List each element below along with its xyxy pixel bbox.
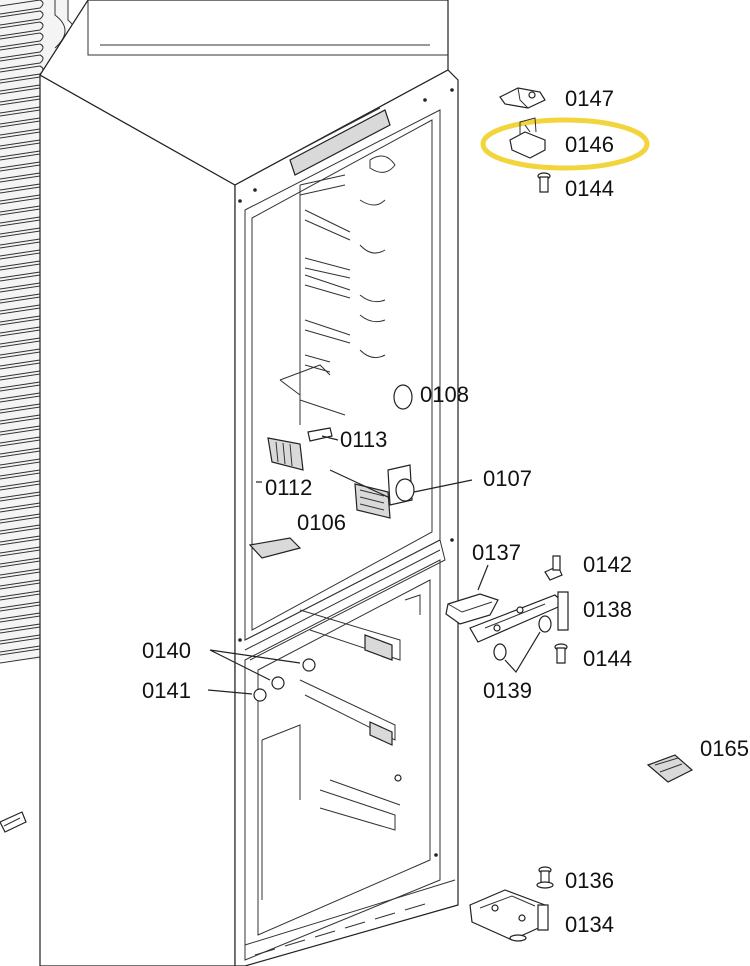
coil-tube [0,54,44,70]
coil-tube [0,0,44,15]
label-0113: 0113 [340,427,387,452]
part-0165-icon [646,754,694,783]
label-0165: 0165 [700,736,749,761]
part-0107-icon [387,464,415,506]
part-0147-icon [499,87,546,109]
part-0108-icon [393,384,413,410]
freezer-interior [261,594,421,900]
label-0147: 0147 [565,86,614,111]
leader-0140 [209,649,301,681]
part-0142-icon [544,555,563,581]
leader-0141 [207,689,253,695]
leader-0106 [329,469,391,499]
part-0139-icon [493,615,552,661]
label-0146: 0146 [565,132,614,157]
coil-tube [0,32,44,48]
label-0106: 0106 [297,510,346,535]
part-0138-icon [469,591,569,643]
label-0108: 0108 [420,382,469,407]
label-0137: 0137 [472,540,521,565]
label-0144-middle: 0144 [583,646,632,671]
coil-tube [0,10,44,26]
label-0139: 0139 [483,678,532,703]
label-0134: 0134 [565,912,614,937]
label-0141: 0141 [142,678,191,703]
part-0140-icon [271,658,316,690]
label-0112: 0112 [265,475,312,500]
coil-tube [0,21,44,37]
bottom-left-bracket [0,811,27,833]
coil-tube [0,43,44,59]
leader-0137 [477,564,489,591]
label-0138: 0138 [583,597,632,622]
part-0144-screw-middle-icon [554,643,568,664]
part-0136-icon [536,866,554,889]
part-0112-icon [267,437,304,471]
label-0107: 0107 [483,466,532,491]
highlight-marker [480,117,650,171]
part-0137-icon [445,593,499,625]
part-0134-icon [469,889,549,942]
label-0136: 0136 [565,868,614,893]
leader-0139 [504,631,541,673]
label-0142: 0142 [583,552,632,577]
part-0113-icon [307,427,339,442]
label-0144-top: 0144 [565,176,614,201]
leader-0107 [413,479,473,493]
part-0106-icon [354,483,391,519]
label-0140: 0140 [142,638,191,663]
part-0144-screw-icon [537,172,551,193]
shelf-supports [279,174,386,425]
part-0146-icon [509,117,546,159]
cabinet-body [39,0,459,966]
part-0141-icon [253,688,267,702]
